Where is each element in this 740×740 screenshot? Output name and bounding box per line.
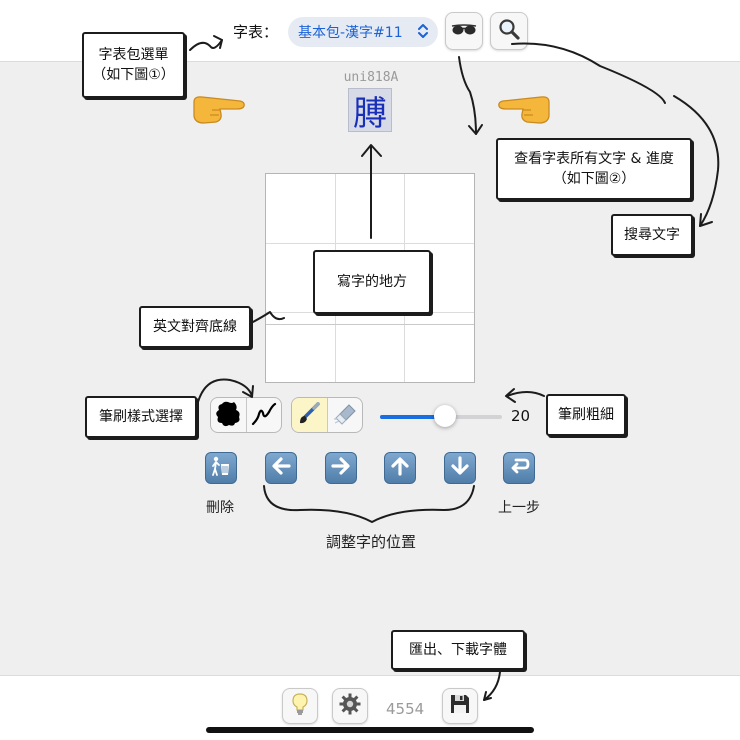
brush-style-control <box>210 397 282 433</box>
note-line: （如下圖①） <box>92 67 175 83</box>
slider-knob[interactable] <box>433 405 456 427</box>
arrow-down-icon <box>449 455 471 481</box>
export-button[interactable] <box>442 688 478 724</box>
slider-fill <box>380 415 445 419</box>
glyph-preview: 膊 <box>348 88 392 134</box>
arrow-to-view-all <box>458 56 477 135</box>
brace-adjust-position <box>263 485 475 523</box>
brush-size-value: 20 <box>511 407 531 425</box>
charset-select-value: 基本包-漢字#11 <box>298 25 403 41</box>
delete-label: 刪除 <box>206 500 234 516</box>
note-view-all: 查看字表所有文字 & 進度 （如下圖②） <box>496 138 692 200</box>
note-line: 字表包選單 <box>98 46 169 63</box>
chevron-updown-icon <box>418 23 428 40</box>
arrow-to-brush-size <box>506 391 545 397</box>
tool-mode-control <box>291 397 363 433</box>
note-brush-size: 筆刷粗細 <box>546 394 626 436</box>
home-indicator <box>206 727 534 733</box>
glyph-count: 4554 <box>386 700 425 718</box>
undo-icon <box>508 455 530 481</box>
arrow-left-icon <box>270 455 292 481</box>
tool-eraser[interactable] <box>326 398 362 432</box>
move-up-button[interactable] <box>384 452 416 484</box>
arrow-right-icon <box>330 455 352 481</box>
charset-label: 字表： <box>233 23 279 41</box>
note-line: 查看字表所有文字 & 進度 <box>514 150 674 167</box>
view-all-button[interactable] <box>445 12 483 50</box>
gear-icon <box>338 692 362 720</box>
floppy-disk-icon <box>448 692 472 720</box>
brush-size-slider[interactable] <box>380 405 502 427</box>
tool-brush[interactable] <box>292 398 327 432</box>
adjust-position-label: 調整字的位置 <box>326 533 417 551</box>
glyph-code: uni818A <box>343 70 399 85</box>
grid-line <box>266 243 474 244</box>
glasses-icon <box>451 21 477 41</box>
note-export: 匯出、下載字體 <box>391 630 525 670</box>
pointing-hand-right-icon <box>190 92 246 132</box>
search-button[interactable] <box>490 12 528 50</box>
hint-button[interactable] <box>282 688 318 724</box>
charset-select[interactable]: 基本包-漢字#11 <box>288 17 438 47</box>
note-line: （如下圖②） <box>552 171 636 187</box>
move-down-button[interactable] <box>444 452 476 484</box>
lightbulb-icon <box>289 692 311 720</box>
note-brush-style: 筆刷樣式選擇 <box>85 396 197 438</box>
note-write-area: 寫字的地方 <box>313 250 431 314</box>
move-left-button[interactable] <box>265 452 297 484</box>
note-baseline: 英文對齊底線 <box>139 306 251 348</box>
brush-style-stroke[interactable] <box>245 398 281 432</box>
settings-button[interactable] <box>332 688 368 724</box>
brush-icon <box>296 401 322 431</box>
arrow-up-icon <box>389 455 411 481</box>
ink-blob-icon <box>214 400 242 432</box>
note-search: 搜尋文字 <box>611 214 693 256</box>
pointing-hand-left-icon <box>497 92 553 132</box>
note-charset-menu: 字表包選單 （如下圖①） <box>82 32 185 98</box>
delete-button[interactable] <box>205 452 237 484</box>
brush-style-blob[interactable] <box>211 398 246 432</box>
undo-button[interactable] <box>503 452 535 484</box>
move-right-button[interactable] <box>325 452 357 484</box>
undo-label: 上一步 <box>498 500 540 516</box>
baseline-guide <box>266 324 474 325</box>
magnifier-icon <box>497 17 521 45</box>
pen-stroke-icon <box>250 400 278 432</box>
eraser-icon <box>332 401 358 431</box>
trash-icon <box>210 454 232 482</box>
